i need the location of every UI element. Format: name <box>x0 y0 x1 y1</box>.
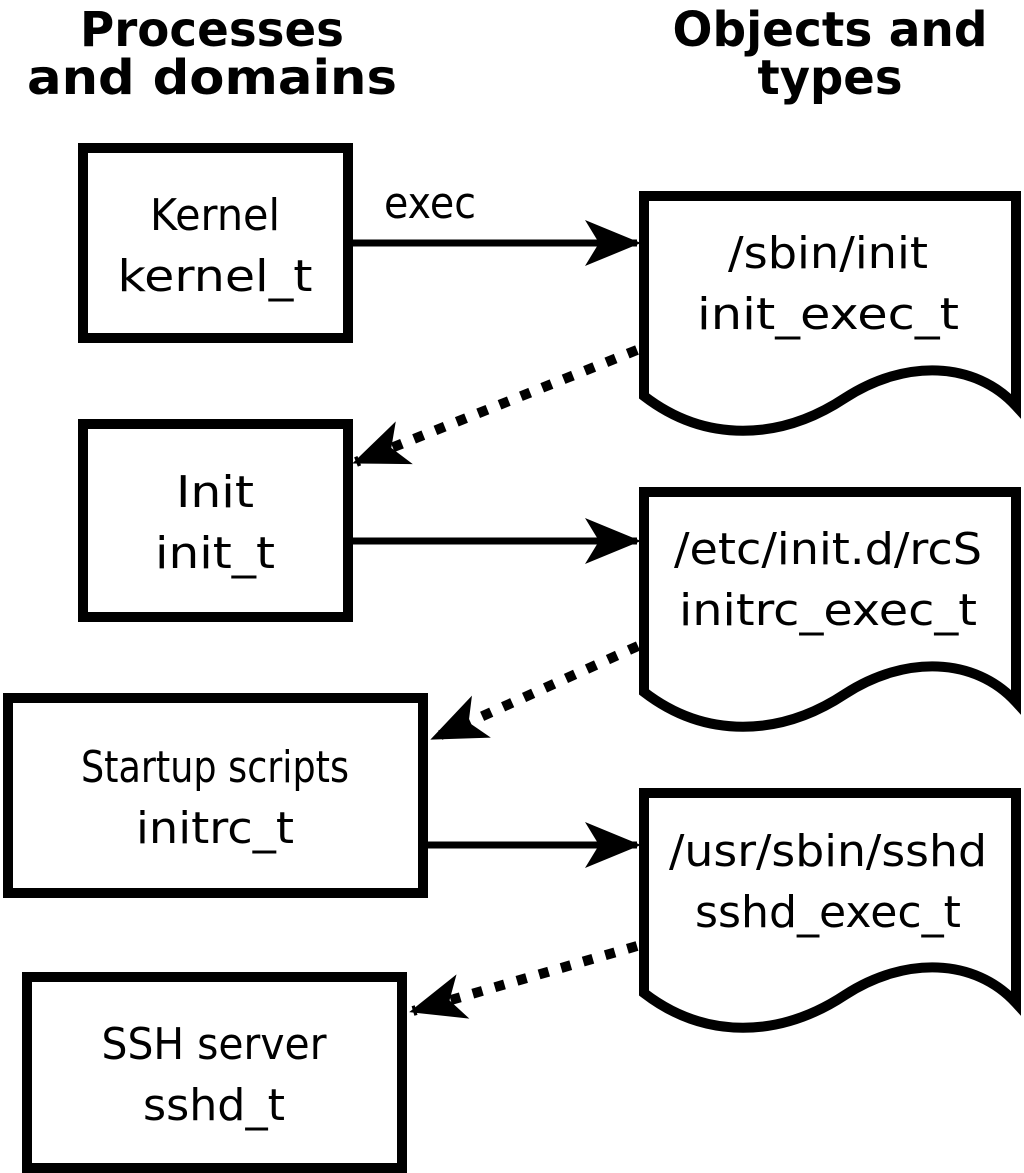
process-box-kernel: Kernel kernel_t <box>78 143 353 343</box>
object-doc-sbin-init: /sbin/init init_exec_t <box>639 191 1021 436</box>
process-box-startup-scripts: Startup scripts initrc_t <box>3 693 428 898</box>
header-right-line2: types <box>758 50 903 106</box>
header-left-line2: and domains <box>27 50 397 106</box>
exec-edge-label: exec <box>384 178 476 229</box>
process-box-ssh-server: SSH server sshd_t <box>22 972 407 1173</box>
object-path: /etc/init.d/rcS <box>674 524 982 575</box>
process-domain: sshd_t <box>143 1080 285 1131</box>
process-name: Init <box>176 467 254 518</box>
process-name: Kernel <box>150 190 280 241</box>
process-box-init: Init init_t <box>78 419 353 622</box>
header-right-line1: Objects and <box>673 2 988 58</box>
object-type: sshd_exec_t <box>695 887 961 938</box>
process-domain: initrc_t <box>136 803 294 854</box>
object-path: /usr/sbin/sshd <box>669 826 987 877</box>
header-left-line1: Processes <box>80 2 344 58</box>
object-type: init_exec_t <box>697 289 959 340</box>
dotted-arrow-sbin-init-to-init <box>352 345 639 467</box>
dotted-arrow-sshd-exec-to-sshd <box>409 941 639 1019</box>
column-header-processes: Processes and domains <box>27 2 397 106</box>
column-header-objects: Objects and types <box>673 2 988 106</box>
object-type: initrc_exec_t <box>679 585 977 636</box>
process-domain: kernel_t <box>118 251 313 302</box>
process-domain: init_t <box>155 528 275 579</box>
dotted-arrow-rcS-to-initrc <box>430 641 641 743</box>
solid-arrow-kernel-to-sbin-init: exec <box>350 178 641 266</box>
object-doc-etc-initd-rcS: /etc/init.d/rcS initrc_exec_t <box>639 487 1021 732</box>
object-doc-usr-sbin-sshd: /usr/sbin/sshd sshd_exec_t <box>639 788 1021 1033</box>
process-name: SSH server <box>102 1019 328 1070</box>
process-name: Startup scripts <box>81 742 349 793</box>
object-path: /sbin/init <box>728 228 928 279</box>
